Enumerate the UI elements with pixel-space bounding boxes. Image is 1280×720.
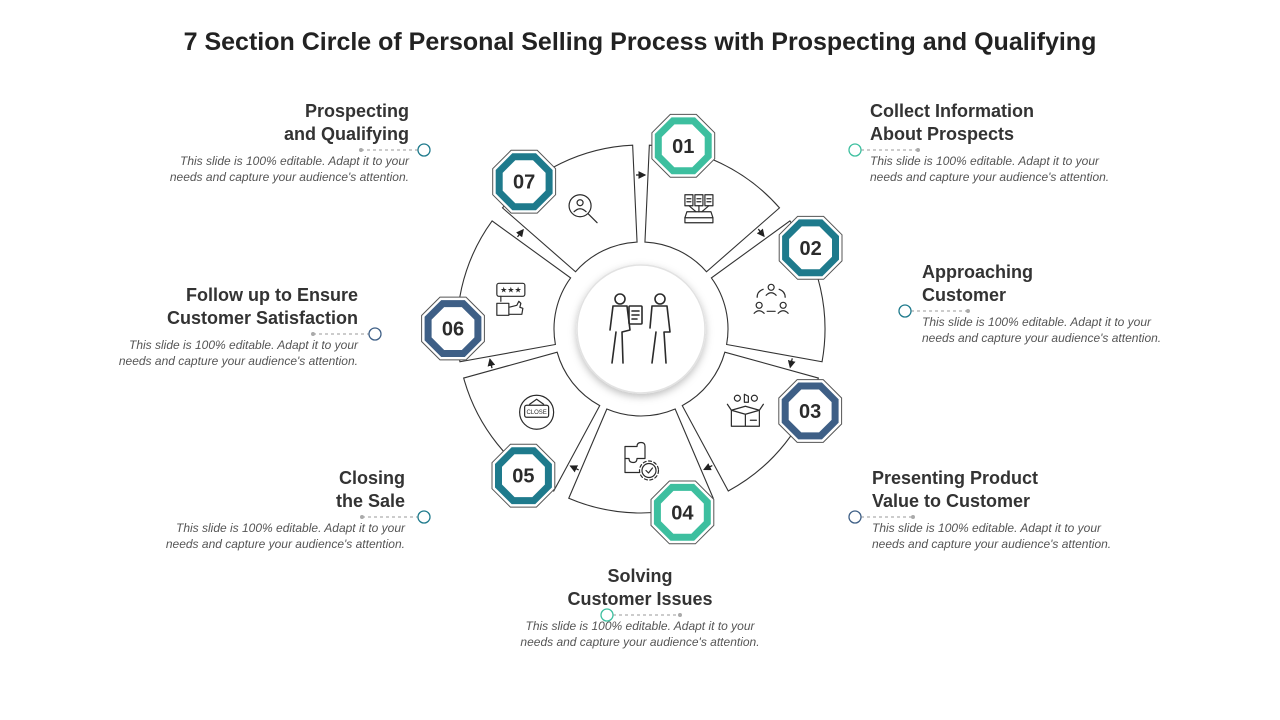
connector-dot — [417, 510, 431, 524]
connector-end-dot — [360, 515, 364, 519]
people-cycle-icon — [753, 283, 789, 314]
step-description: This slide is 100% editable. Adapt it to… — [169, 154, 409, 184]
step-number: 05 — [512, 466, 534, 488]
svg-text:CLOSE: CLOSE — [526, 410, 546, 416]
step-heading: Prospecting and Qualifying — [283, 101, 409, 144]
connector-dot — [898, 304, 912, 318]
connector-dot — [368, 327, 382, 341]
step-description: This slide is 100% editable. Adapt it to… — [870, 154, 1110, 184]
step-badge-02: 02 — [778, 215, 843, 280]
documents-tray-icon — [684, 194, 714, 224]
connector-end-dot — [311, 332, 315, 336]
connector-end-dot — [678, 613, 682, 617]
step-number: 04 — [671, 502, 694, 524]
step-text-block-06: Follow up to Ensure Customer Satisfactio… — [118, 284, 358, 369]
svg-text:★★★: ★★★ — [500, 285, 522, 294]
step-number: 03 — [799, 401, 821, 423]
puzzle-gear-icon — [624, 441, 660, 481]
connector-end-dot — [916, 148, 920, 152]
close-sign-icon: CLOSE — [519, 394, 555, 430]
connector-end-dot — [966, 309, 970, 313]
flow-arrow — [515, 228, 524, 238]
flow-arrow — [487, 358, 496, 369]
step-description: This slide is 100% editable. Adapt it to… — [520, 619, 760, 649]
step-badge-03: 03 — [778, 379, 843, 443]
step-description: This slide is 100% editable. Adapt it to… — [165, 521, 405, 551]
connector-dot — [848, 510, 862, 524]
step-badge-06: 06 — [421, 296, 485, 361]
step-number: 07 — [513, 172, 535, 194]
connector-dot — [600, 608, 614, 622]
flow-arrow — [703, 463, 713, 471]
step-badge-01: 01 — [651, 113, 716, 178]
step-description: This slide is 100% editable. Adapt it to… — [922, 315, 1162, 345]
connector-end-dot — [359, 148, 363, 152]
step-heading: Follow up to Ensure Customer Satisfactio… — [166, 285, 358, 328]
step-number: 02 — [799, 238, 821, 260]
rating-feedback-icon: ★★★ — [496, 282, 526, 316]
connector-dot — [848, 143, 862, 157]
flow-arrow — [569, 465, 579, 473]
step-description: This slide is 100% editable. Adapt it to… — [118, 338, 358, 368]
step-number: 06 — [442, 319, 464, 341]
step-heading: Collect Information About Prospects — [870, 101, 1035, 144]
step-number: 01 — [672, 136, 694, 158]
step-heading: Closing the Sale — [335, 468, 405, 511]
step-heading: Solving Customer Issues — [567, 566, 713, 609]
step-heading: Approaching Customer — [922, 262, 1033, 305]
step-badge-05: 05 — [491, 443, 556, 508]
magnifier-person-icon — [568, 194, 598, 224]
connector-end-dot — [911, 515, 915, 519]
slide-title: 7 Section Circle of Personal Selling Pro… — [183, 28, 1097, 56]
step-heading: Presenting Product Value to Customer — [872, 468, 1039, 511]
product-box-icon — [726, 393, 764, 427]
step-description: This slide is 100% editable. Adapt it to… — [872, 521, 1112, 551]
step-badge-07: 07 — [492, 149, 557, 214]
salesperson-customer-icon — [609, 293, 671, 364]
connector-dot — [417, 143, 431, 157]
flow-arrow — [787, 358, 796, 369]
center-hub — [576, 264, 706, 394]
step-badge-04: 04 — [650, 480, 715, 545]
flow-arrow — [756, 228, 765, 238]
